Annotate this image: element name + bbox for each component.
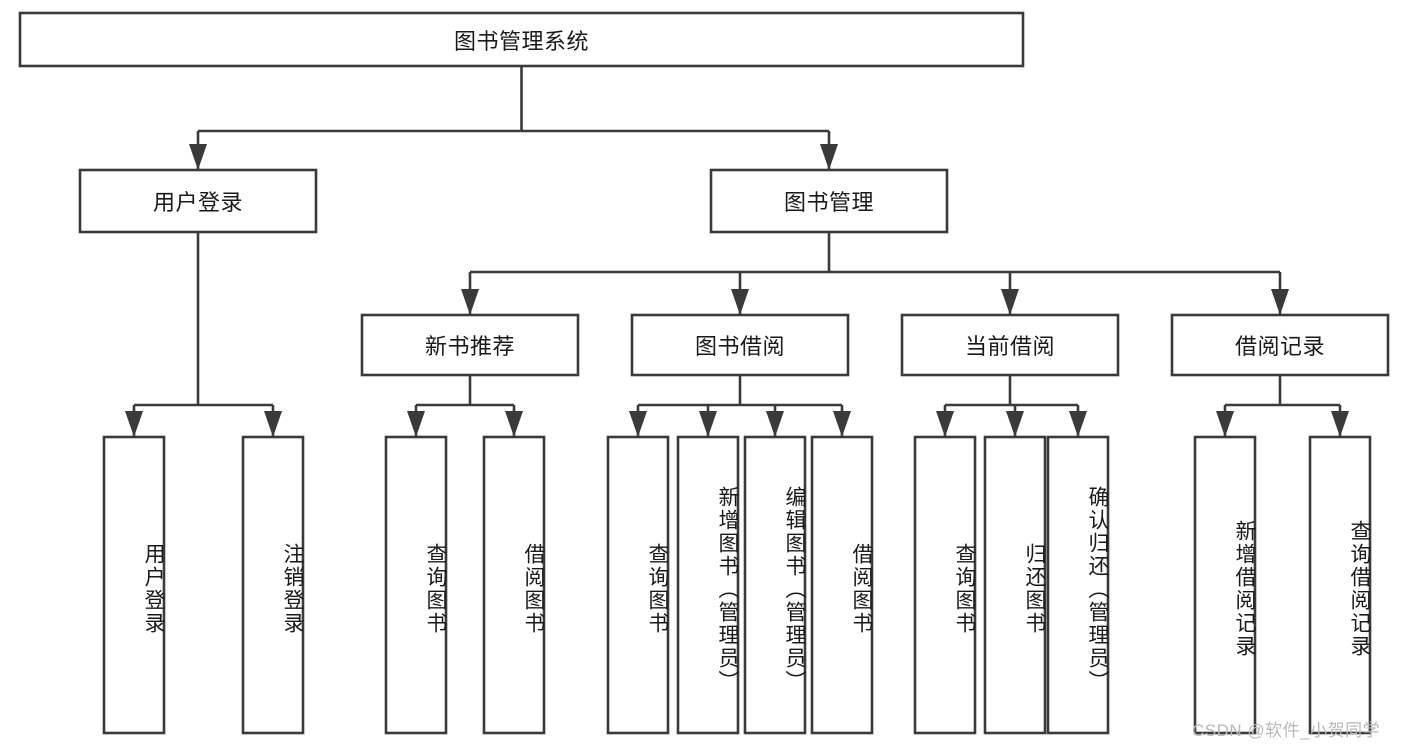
watermark-text: CSDN @软件_小贺同学 bbox=[1192, 721, 1381, 740]
node-box-borrow-record bbox=[1170, 313, 1390, 377]
node-box-leaf-query-book-2 bbox=[606, 435, 670, 735]
node-box-new-book-rec bbox=[360, 313, 580, 377]
node-box-book-borrow bbox=[630, 313, 850, 377]
arrow-head-icon-leaf-query-record bbox=[1331, 411, 1349, 437]
node-box-leaf-borrow-book-2 bbox=[810, 435, 874, 735]
node-box-leaf-return-book bbox=[983, 435, 1047, 735]
arrow-head-icon-leaf-query-book-3 bbox=[936, 411, 954, 437]
node-box-leaf-query-book-3 bbox=[913, 435, 977, 735]
arrow-head-icon-leaf-add-book bbox=[699, 411, 717, 437]
arrow-head-icon-leaf-query-book-2 bbox=[629, 411, 647, 437]
node-box-leaf-confirm-return bbox=[1046, 435, 1110, 735]
arrow-head-icon-book-borrow bbox=[731, 289, 749, 315]
arrow-head-icon-leaf-borrow-book-2 bbox=[833, 411, 851, 437]
node-box-leaf-user-login bbox=[102, 435, 166, 735]
arrow-head-icon-leaf-user-login bbox=[125, 411, 143, 437]
node-box-root bbox=[18, 11, 1025, 68]
arrow-head-icon-book-manage bbox=[820, 144, 838, 170]
arrow-head-icon-leaf-confirm-return bbox=[1069, 411, 1087, 437]
arrow-head-icon-leaf-return-book bbox=[1006, 411, 1024, 437]
arrow-head-icon-leaf-logout bbox=[264, 411, 282, 437]
node-box-leaf-edit-book bbox=[743, 435, 807, 735]
arrow-head-icon-leaf-edit-book bbox=[766, 411, 784, 437]
arrow-head-icon-leaf-borrow-book-1 bbox=[505, 411, 523, 437]
arrow-head-icon-user-login bbox=[189, 144, 207, 170]
node-box-book-manage bbox=[709, 168, 949, 234]
arrow-head-icon-leaf-add-record bbox=[1216, 411, 1234, 437]
connector-lines-layer bbox=[125, 66, 1349, 437]
node-box-leaf-logout bbox=[241, 435, 305, 735]
node-boxes-layer bbox=[18, 11, 1390, 735]
arrow-head-icon-new-book-rec bbox=[461, 289, 479, 315]
node-box-leaf-add-book bbox=[676, 435, 740, 735]
arrow-head-icon-current-borrow bbox=[1001, 289, 1019, 315]
node-box-leaf-query-book-1 bbox=[384, 435, 448, 735]
node-box-leaf-query-record bbox=[1308, 435, 1372, 735]
node-box-leaf-borrow-book-1 bbox=[482, 435, 546, 735]
arrow-head-icon-leaf-query-book-1 bbox=[407, 411, 425, 437]
node-box-leaf-add-record bbox=[1193, 435, 1257, 735]
node-box-current-borrow bbox=[900, 313, 1120, 377]
node-box-user-login bbox=[78, 168, 318, 234]
arrow-head-icon-borrow-record bbox=[1271, 289, 1289, 315]
